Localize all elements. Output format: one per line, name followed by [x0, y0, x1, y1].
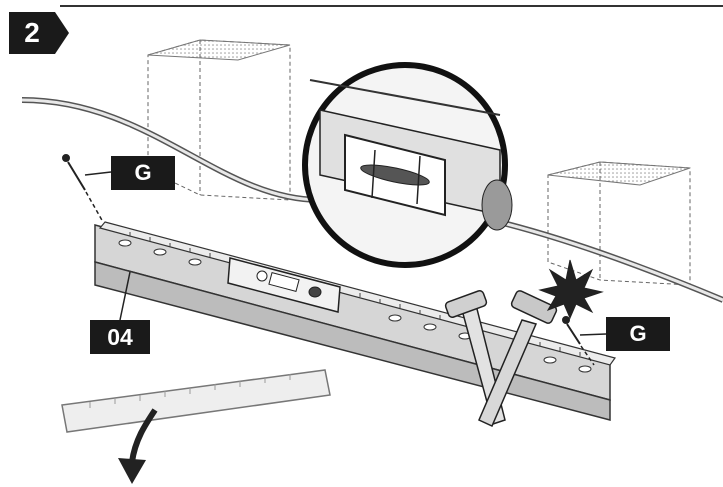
part-label: 04: [90, 320, 150, 354]
step-number-badge: 2: [9, 12, 71, 54]
cabinet-outline-left: [147, 39, 291, 201]
screw-icon: [562, 316, 595, 366]
cabinet-top-left: [147, 39, 291, 61]
step-number: 2: [24, 17, 40, 48]
screw-icon: [62, 154, 104, 223]
cabinet-top-right: [547, 161, 691, 186]
badge-shape: [9, 12, 69, 54]
ruler-icon: [61, 369, 331, 433]
level-magnifier: [302, 62, 513, 268]
leader-line: [84, 171, 112, 176]
leader-line: [119, 271, 131, 321]
hammer-icon: [478, 290, 558, 428]
screw-label-left: G: [111, 156, 175, 190]
arrow-down-icon: [118, 408, 158, 484]
leader-line: [579, 333, 607, 336]
screw-label-right: G: [606, 317, 670, 351]
spirit-level-icon: [227, 257, 341, 313]
impact-burst-icon: [538, 259, 604, 320]
